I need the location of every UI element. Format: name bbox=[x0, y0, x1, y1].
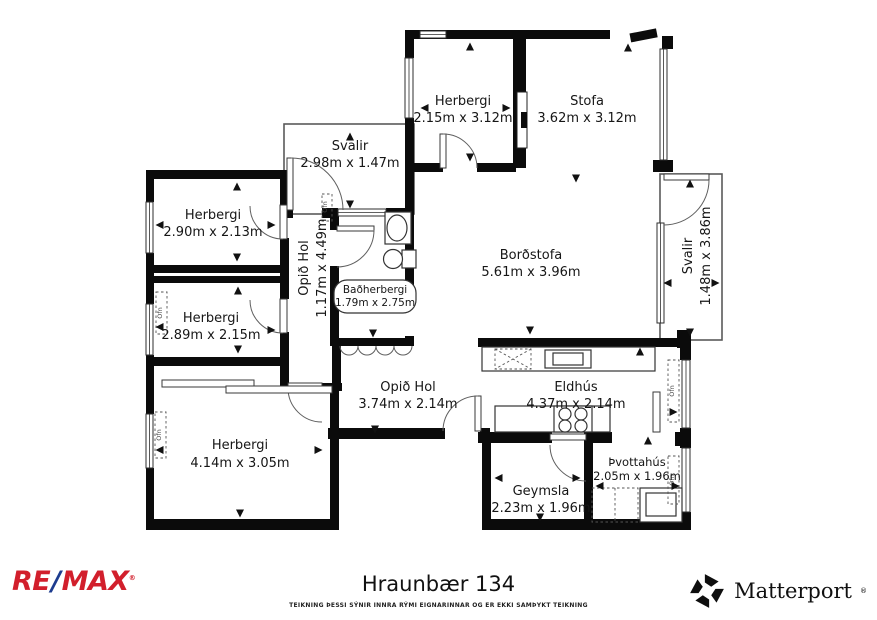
matterport-logo: Matterport ® bbox=[688, 572, 867, 610]
ofn-label: Ofn bbox=[156, 307, 164, 319]
room-dims: 2.15m x 3.12m bbox=[413, 111, 512, 126]
room-name: Opið Hol bbox=[380, 380, 436, 395]
radiator-markers: Ofn Ofn Ofn Ofn Ofn bbox=[154, 193, 680, 505]
room-name: Herbergi bbox=[435, 94, 491, 109]
matterport-registered-mark: ® bbox=[860, 587, 867, 595]
ofn-label: Ofn bbox=[668, 474, 676, 486]
matterport-wordmark: Matterport bbox=[734, 579, 852, 603]
room-label-herbergi-1: Herbergi 2.90m x 2.13m bbox=[163, 208, 262, 240]
doors bbox=[161, 133, 710, 482]
ofn-label: Ofn bbox=[155, 429, 163, 441]
washer-fixture bbox=[591, 487, 683, 523]
room-name: Herbergi bbox=[212, 438, 268, 453]
remax-re: RE bbox=[12, 566, 51, 597]
remax-max: MAX bbox=[61, 566, 130, 597]
room-label-svalir-top: Svalir 2.98m x 1.47m bbox=[300, 139, 399, 171]
room-label-svalir-right: Svalir 1.48m x 3.86m bbox=[681, 206, 714, 305]
room-label-opid-hol-v: Opið Hol 1.17m x 4.49m bbox=[297, 218, 330, 317]
room-dims: 4.37m x 2.14m bbox=[526, 397, 625, 412]
room-label-herbergi-2: Herbergi 2.89m x 2.15m bbox=[161, 311, 260, 343]
room-name: Svalir bbox=[681, 237, 696, 274]
room-name: Stofa bbox=[570, 94, 604, 109]
room-dims: 2.23m x 1.96m bbox=[491, 501, 590, 516]
wall-shaft bbox=[516, 91, 528, 149]
room-dims: 2.89m x 2.15m bbox=[161, 328, 260, 343]
ofn-label: Ofn bbox=[321, 201, 329, 213]
floorplan-drawing: Ofn Ofn Ofn Ofn Ofn Herbergi 2.15m x 3.1… bbox=[145, 28, 723, 530]
room-dims: 2.98m x 1.47m bbox=[300, 156, 399, 171]
room-dims: 2.90m x 2.13m bbox=[163, 225, 262, 240]
windows bbox=[145, 30, 691, 513]
room-name: Þvottahús bbox=[608, 455, 665, 469]
room-label-badherbergi: Baðherbergi 1.79m x 2.75m bbox=[333, 279, 417, 314]
room-dims: 3.74m x 2.14m bbox=[358, 397, 457, 412]
room-label-bordstofa: Borðstofa 5.61m x 3.96m bbox=[481, 248, 580, 280]
room-dims: 1.79m x 2.75m bbox=[335, 297, 415, 309]
room-label-geymsla: Geymsla 2.23m x 1.96m bbox=[491, 484, 590, 516]
disclaimer-text: TEIKNING ÞESSI SÝNIR INNRA RÝMI EIGNARIN… bbox=[289, 602, 588, 609]
remax-slash: / bbox=[51, 566, 61, 597]
page-title: Hraunbær 134 bbox=[361, 572, 516, 596]
room-dims: 1.48m x 3.86m bbox=[699, 206, 714, 305]
room-name: Geymsla bbox=[513, 484, 570, 499]
room-label-eldhus: Eldhús 4.37m x 2.14m bbox=[526, 380, 625, 412]
room-dims: 3.62m x 3.12m bbox=[537, 111, 636, 126]
room-label-herbergi-top: Herbergi 2.15m x 3.12m bbox=[413, 94, 512, 126]
room-name: Herbergi bbox=[183, 311, 239, 326]
toilet-fixture bbox=[384, 211, 412, 245]
room-dims: 2.05m x 1.96m bbox=[593, 469, 681, 483]
room-label-thvottahus: Þvottahús 2.05m x 1.96m bbox=[593, 455, 681, 483]
room-dims: 5.61m x 3.96m bbox=[481, 265, 580, 280]
ofn-label: Ofn bbox=[668, 385, 676, 397]
kitchen-counter-stove bbox=[494, 405, 611, 433]
remax-logo: RE/MAX® bbox=[12, 566, 136, 597]
room-dims: 1.17m x 4.49m bbox=[315, 218, 330, 317]
room-name: Borðstofa bbox=[500, 248, 563, 263]
room-label-herbergi-big: Herbergi 4.14m x 3.05m bbox=[190, 438, 289, 471]
room-label-stofa: Stofa 3.62m x 3.12m bbox=[537, 94, 636, 126]
matterport-pinwheel-icon bbox=[690, 574, 724, 608]
remax-registered-mark: ® bbox=[128, 574, 136, 582]
room-name: Opið Hol bbox=[297, 240, 312, 296]
room-name: Baðherbergi bbox=[343, 284, 407, 296]
kitchen-counter-top bbox=[481, 346, 656, 372]
room-label-opid-hol: Opið Hol 3.74m x 2.14m bbox=[358, 380, 457, 412]
room-name: Eldhús bbox=[554, 380, 598, 395]
room-name: Herbergi bbox=[185, 208, 241, 223]
room-name: Svalir bbox=[332, 139, 369, 154]
room-dims: 4.14m x 3.05m bbox=[190, 456, 289, 471]
fixtures bbox=[382, 211, 683, 523]
sink-fixture bbox=[382, 248, 417, 270]
